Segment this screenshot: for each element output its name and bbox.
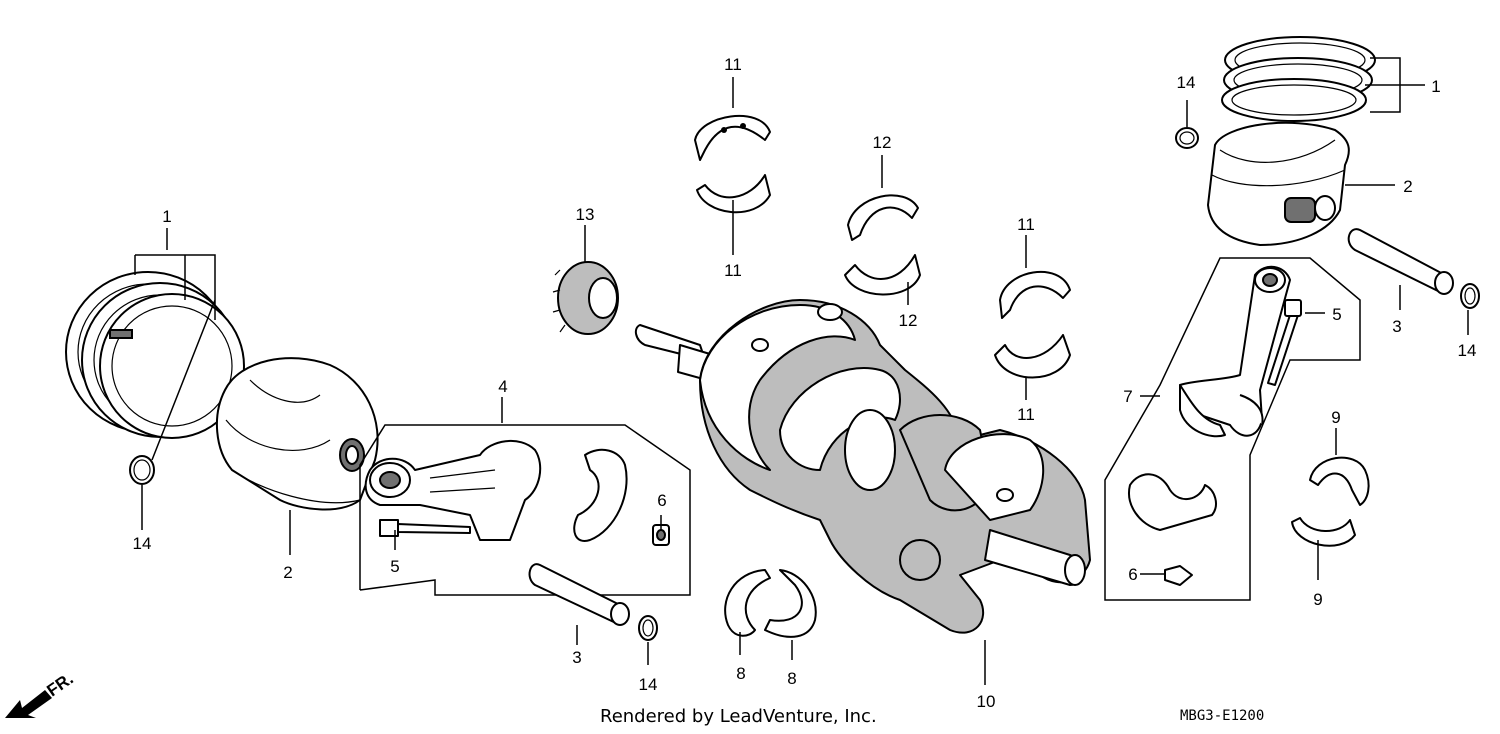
callout-1-right: 1 — [1431, 77, 1440, 96]
callout-9-top: 9 — [1331, 408, 1340, 427]
callout-10: 10 — [977, 692, 996, 711]
piston-rings-left[interactable] — [65, 271, 245, 439]
callout-14-mid: 14 — [639, 675, 658, 694]
callout-5-left: 5 — [390, 557, 399, 576]
callout-1-left: 1 — [162, 207, 171, 226]
piston-pin-clip-right[interactable] — [1460, 283, 1480, 309]
leader-lines — [134, 57, 1469, 685]
callout-12-bottom: 12 — [899, 311, 918, 330]
callout-6-left: 6 — [657, 491, 666, 510]
callout-3-right: 3 — [1392, 317, 1401, 336]
rod-nut-right[interactable] — [1164, 565, 1193, 586]
main-bearing-lower-b[interactable] — [994, 334, 1071, 379]
diagram-code: MBG3-E1200 — [1180, 708, 1264, 724]
callout-8-a: 8 — [736, 664, 745, 683]
main-bearing-lower-a[interactable] — [696, 174, 771, 214]
piston-pin-left[interactable] — [528, 563, 630, 626]
connecting-rod-bolt-right[interactable] — [1267, 299, 1302, 386]
callout-4: 4 — [498, 377, 507, 396]
piston-pin-clip-mid[interactable] — [638, 615, 658, 641]
crankpin-bearing-b[interactable] — [764, 569, 817, 638]
callout-14-top-right: 14 — [1177, 73, 1196, 92]
callout-8-b: 8 — [787, 669, 796, 688]
crankshaft-gear[interactable] — [552, 261, 619, 335]
piston-pin-right[interactable] — [1347, 228, 1454, 295]
thrust-bearing-lower[interactable] — [844, 254, 921, 296]
callout-13: 13 — [576, 205, 595, 224]
callout-12-top: 12 — [873, 133, 892, 152]
callout-2-right: 2 — [1403, 177, 1412, 196]
callout-9-bottom: 9 — [1313, 590, 1322, 609]
crankshaft[interactable] — [634, 299, 1091, 634]
crankpin-bearing-upper-right[interactable] — [1309, 456, 1370, 506]
callout-11-b-top: 11 — [1017, 215, 1035, 234]
callout-14-left: 14 — [133, 534, 152, 553]
rod-cap-right[interactable] — [1128, 473, 1217, 531]
callout-7: 7 — [1123, 387, 1132, 406]
crankpin-bearing-a[interactable] — [724, 569, 771, 637]
front-direction-arrow-icon — [5, 690, 52, 718]
callout-2-left: 2 — [283, 563, 292, 582]
main-bearing-upper-b[interactable] — [999, 271, 1071, 319]
connecting-rod-group-outline-left — [359, 424, 691, 596]
callout-11-b-bottom: 11 — [1017, 405, 1035, 424]
callout-11-a-bottom: 11 — [724, 261, 742, 280]
connecting-rod-right[interactable] — [1179, 265, 1291, 438]
rod-cap-left[interactable] — [573, 448, 628, 542]
piston-left[interactable] — [215, 357, 379, 511]
piston-pin-clip-left[interactable] — [129, 455, 155, 485]
callout-6-right: 6 — [1128, 565, 1137, 584]
callout-3-left: 3 — [572, 648, 581, 667]
thrust-bearing-upper[interactable] — [847, 194, 919, 241]
callout-14-right: 14 — [1458, 341, 1477, 360]
piston-rings-right[interactable] — [1221, 36, 1376, 122]
render-credit: Rendered by LeadVenture, Inc. — [600, 706, 877, 727]
piston-pin-clip-top-right[interactable] — [1175, 127, 1199, 149]
connecting-rod-group-outline-right — [1104, 257, 1361, 601]
connecting-rod-left[interactable] — [364, 439, 542, 541]
crankpin-bearing-lower-right[interactable] — [1291, 517, 1356, 547]
callout-11-a-top: 11 — [724, 55, 742, 74]
connecting-rod-bolt-left[interactable] — [379, 519, 471, 537]
callout-5-right: 5 — [1332, 305, 1341, 324]
main-bearing-upper-a[interactable] — [694, 115, 771, 161]
piston-right[interactable] — [1207, 121, 1350, 246]
